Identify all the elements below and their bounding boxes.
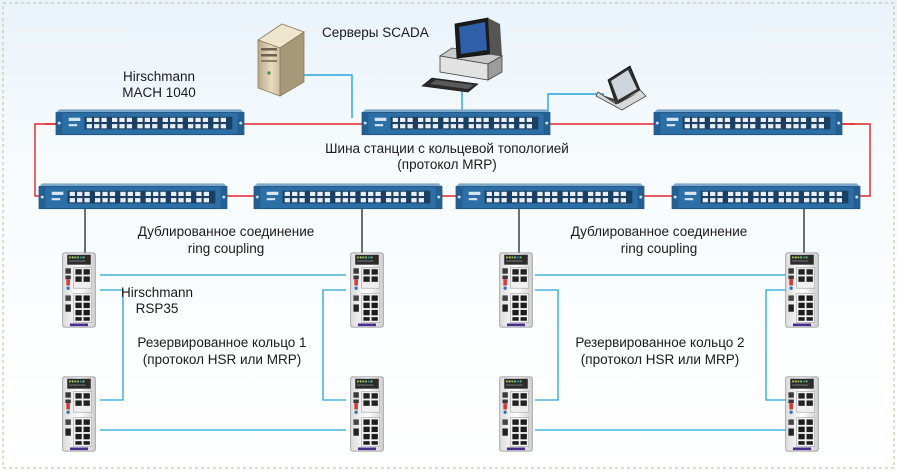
laptop-link-line (547, 93, 604, 118)
ring2-label-line1: Резервированное кольцо 2 (575, 335, 744, 350)
rsp-switch-ring1-bottom-left (62, 376, 96, 452)
ring1-blue-line (100, 289, 124, 401)
mach-label-line1: Hirschmann (123, 69, 195, 84)
laptop-icon (595, 65, 647, 111)
mach-switch-bottom-3 (455, 182, 645, 210)
mach-label-line2: MACH 1040 (122, 85, 196, 100)
mach-switch-bottom-4 (671, 182, 861, 210)
station-bus-label-line2: (протокол MRP) (397, 157, 496, 172)
mach-switch-top-right (653, 108, 843, 136)
rsp-label-line2: RSP35 (136, 301, 179, 316)
server-link-line (298, 74, 353, 118)
mach-switch-bottom-2 (253, 182, 443, 210)
server-tower-icon (257, 23, 305, 97)
rsp-switch-ring2-top-left (499, 252, 533, 328)
ring-coupling-right-line1: Дублированное соединение (571, 224, 748, 239)
ring1-label-line1: Резервированное кольцо 1 (137, 335, 306, 350)
mach-switch-top-center (361, 108, 551, 136)
ring-coupling-right-line2: ring coupling (621, 241, 698, 256)
ring-coupling-left-line2: ring coupling (188, 241, 265, 256)
ring1-blue-line (322, 289, 346, 401)
rsp-switch-ring1-bottom-right (350, 376, 384, 452)
rsp-label-line1: Hirschmann (121, 285, 193, 300)
mach-switch-top-left (55, 108, 245, 136)
rsp-switch-ring2-top-right (785, 252, 819, 328)
ring2-blue-line (535, 289, 559, 401)
rsp-switch-ring2-bottom-left (499, 376, 533, 452)
rsp-switch-ring2-bottom-right (785, 376, 819, 452)
ring2-label-line2: (протокол HSR или MRP) (581, 352, 739, 367)
workstation-icon (421, 17, 504, 93)
ring1-label-line2: (протокол HSR или MRP) (143, 352, 301, 367)
rsp-switch-ring1-top-left (62, 252, 96, 328)
scada-servers-label: Серверы SCADA (322, 25, 429, 40)
ring-coupling-left-line1: Дублированное соединение (138, 224, 315, 239)
station-bus-label-line1: Шина станции с кольцевой топологией (325, 141, 569, 156)
mach-switch-bottom-1 (38, 182, 228, 210)
rsp-switch-ring1-top-right (350, 252, 384, 328)
ring2-blue-line (765, 289, 788, 401)
